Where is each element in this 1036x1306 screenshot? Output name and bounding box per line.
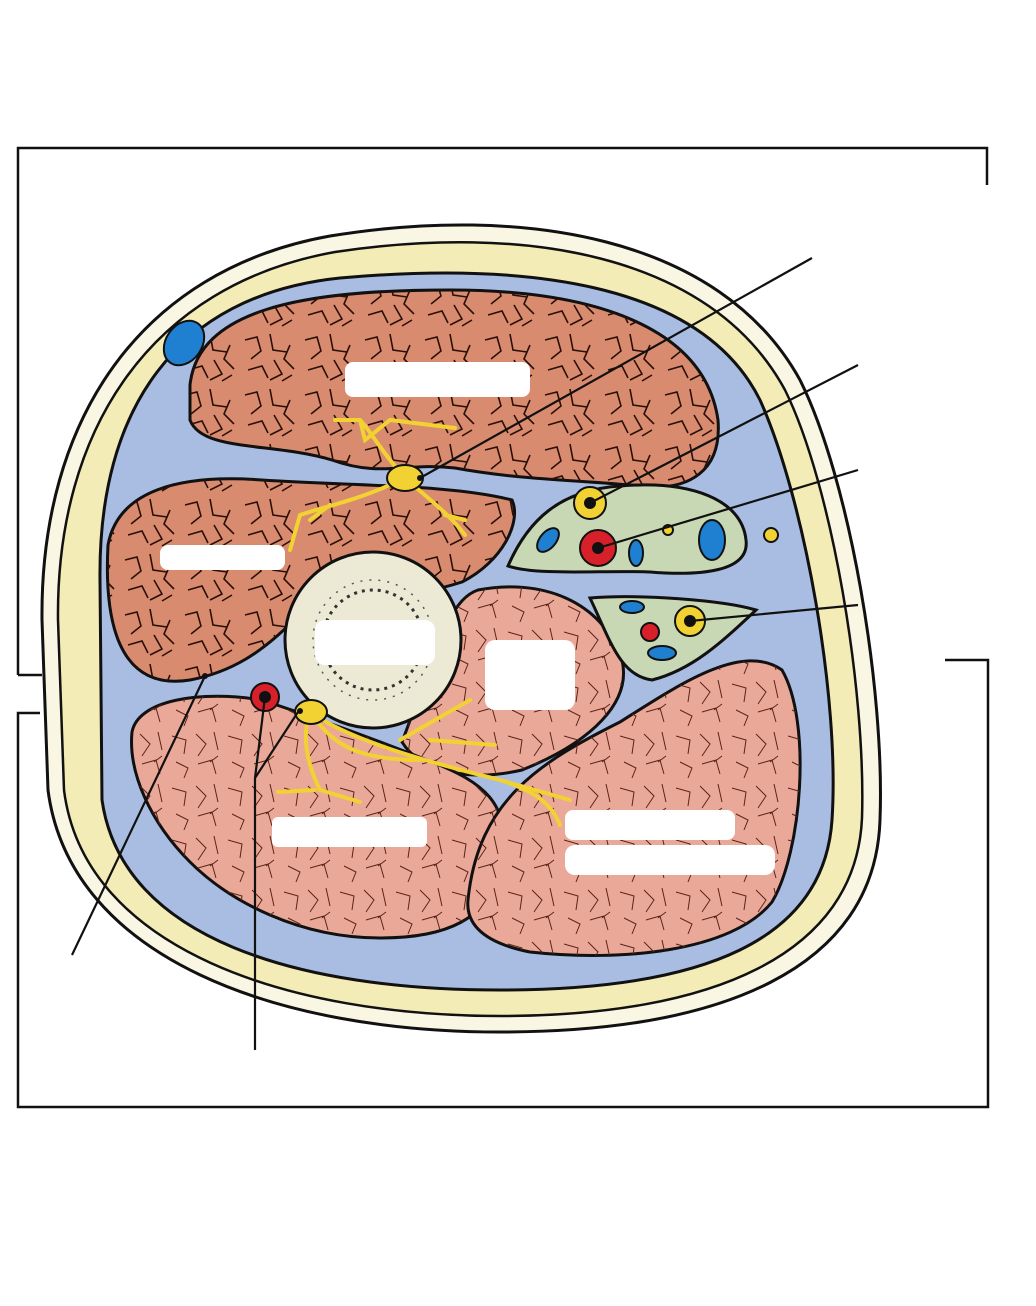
label-frame (16, 146, 990, 1109)
label-box-4[interactable] (485, 640, 575, 710)
label-box-2[interactable] (160, 545, 285, 570)
leader-lines (71, 257, 859, 1050)
leader-dot (202, 673, 208, 679)
label-boxes (160, 362, 775, 875)
label-box-3[interactable] (315, 620, 435, 665)
label-box-5[interactable] (272, 817, 427, 847)
label-box-7[interactable] (565, 845, 775, 875)
label-box-6[interactable] (565, 810, 735, 840)
muscle-texture (467, 660, 801, 956)
label-box-1[interactable] (345, 362, 530, 397)
nerve-sciatic (294, 699, 328, 725)
nerves (276, 417, 572, 827)
nerve-femoral-branch (386, 464, 424, 492)
femoral-compartment (505, 483, 748, 575)
